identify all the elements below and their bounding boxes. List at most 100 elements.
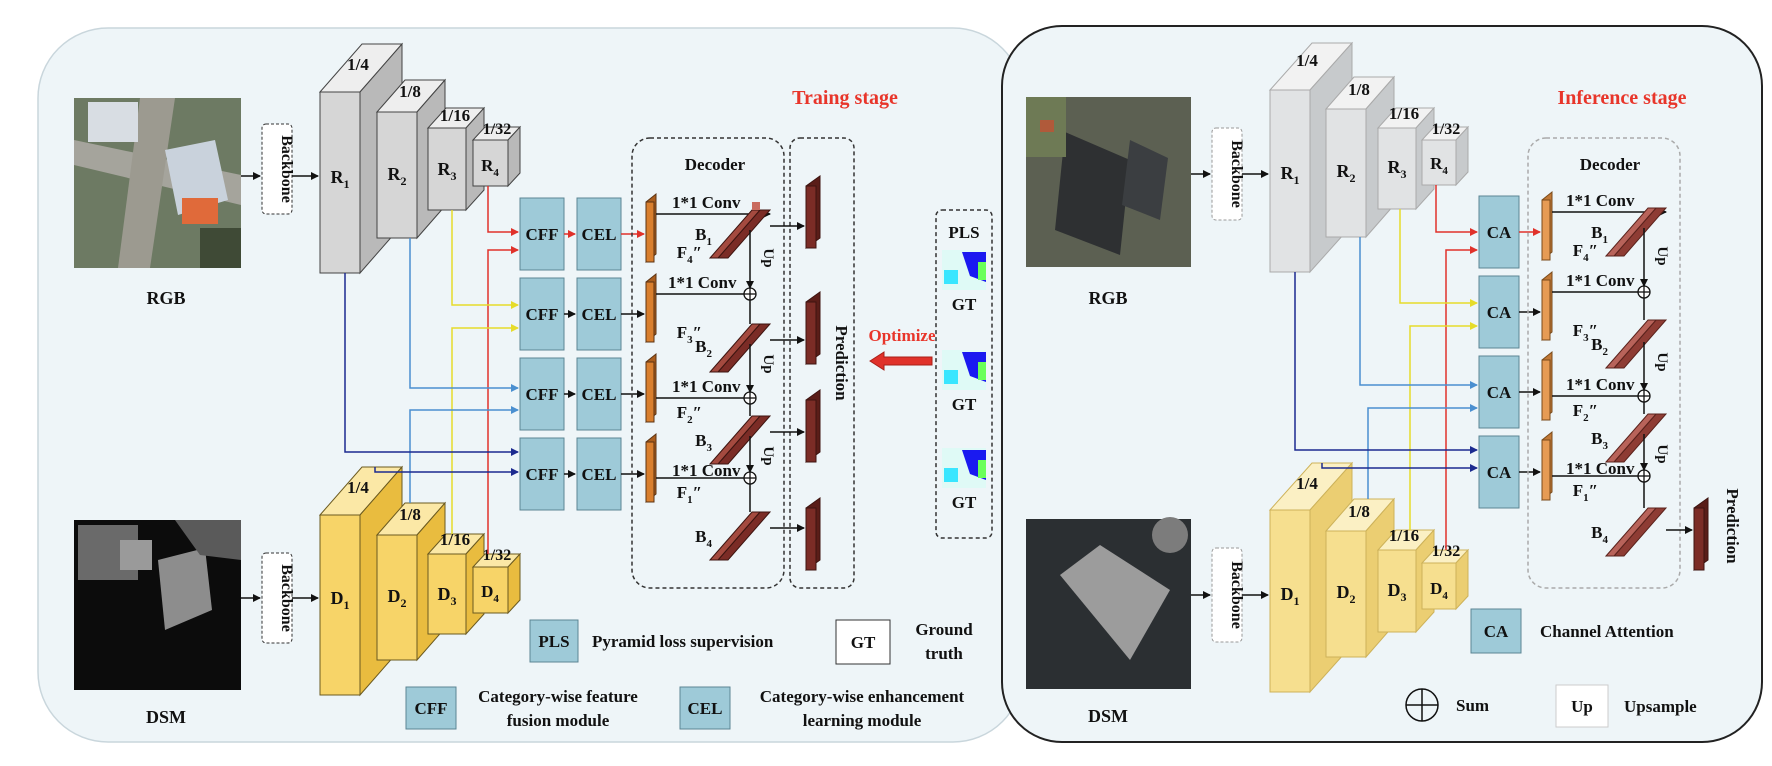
svg-text:fusion module: fusion module — [507, 711, 610, 730]
svg-text:PLS: PLS — [538, 632, 569, 651]
svg-text:CA: CA — [1487, 463, 1512, 482]
svg-text:GT: GT — [851, 633, 876, 652]
svg-text:Backbone: Backbone — [278, 135, 295, 203]
b4-label: B4 — [695, 527, 712, 550]
dsm-image-train — [74, 520, 241, 690]
rgb-image-infer — [1026, 97, 1191, 267]
gt-label-1: GT — [952, 295, 977, 314]
dsm-label-train: DSM — [146, 707, 186, 727]
svg-text:CA: CA — [1487, 383, 1512, 402]
cff-block-4 — [519, 437, 565, 511]
inference-panel — [1001, 25, 1763, 743]
backbone-rgb-train: Backbone — [261, 123, 295, 215]
decoder-box-train — [631, 137, 785, 589]
svg-text:Sum: Sum — [1456, 696, 1489, 715]
conv-arrows-train — [656, 210, 771, 479]
b3-label: B3 — [695, 431, 712, 454]
optimize-arrow — [869, 351, 933, 371]
decoder-box-infer — [1527, 137, 1681, 589]
svg-text:CA: CA — [1487, 303, 1512, 322]
ca-block-1 — [1478, 195, 1520, 269]
prediction-box-train — [789, 137, 855, 589]
up-label-1: Up — [760, 248, 776, 267]
svg-text:CEL: CEL — [582, 465, 617, 484]
svg-text:1*1 Conv: 1*1 Conv — [672, 377, 741, 396]
decoder-title-train: Decoder — [685, 155, 746, 174]
legend-gt: GT Ground truth — [835, 619, 973, 665]
b1-map — [708, 202, 772, 259]
label-r2: R2 — [388, 164, 407, 188]
backbone-dsm-train: Backbone — [261, 552, 295, 644]
scale-r1-infer: 1/4 — [1296, 51, 1318, 70]
scale-r3-infer: 1/16 — [1389, 104, 1419, 123]
f2-map — [645, 352, 657, 424]
gt-thumb-1 — [942, 250, 986, 290]
cff-column: CFF CFF CFF CFF — [519, 197, 565, 511]
svg-text:CFF: CFF — [525, 385, 558, 404]
cff-block-1 — [519, 197, 565, 271]
b2-map — [708, 323, 772, 373]
f1-label: F1″ — [677, 483, 702, 506]
skip-connections-infer — [1294, 185, 1478, 550]
up-label-2: Up — [760, 354, 776, 373]
cel-block-3 — [576, 357, 622, 431]
b4-label-infer: B4 — [1591, 523, 1608, 546]
scale-d2: 1/8 — [399, 505, 421, 524]
pls-box — [935, 209, 993, 539]
scale-d3-infer: 1/16 — [1389, 526, 1419, 545]
svg-text:CEL: CEL — [582, 225, 617, 244]
svg-text:truth: truth — [925, 644, 963, 663]
svg-text:CFF: CFF — [525, 305, 558, 324]
svg-text:1*1 Conv: 1*1 Conv — [672, 193, 741, 212]
legend-cff: CFF Category-wise feature fusion module — [405, 686, 638, 730]
cel-column: CEL CEL CEL CEL — [576, 197, 622, 511]
f2-label: F2″ — [677, 403, 702, 426]
svg-text:Category-wise feature: Category-wise feature — [478, 687, 638, 706]
legend-sum: Sum — [1405, 688, 1489, 722]
svg-text:1*1 Conv: 1*1 Conv — [672, 461, 741, 480]
infer-input-arrows — [1191, 170, 1269, 599]
ca-block-4 — [1478, 435, 1520, 509]
dsm-image-infer — [1026, 517, 1191, 689]
b1-label-infer: B1 — [1591, 223, 1608, 246]
feature-d4-infer — [1420, 548, 1470, 611]
svg-text:Category-wise enhancement: Category-wise enhancement — [760, 687, 965, 706]
label-r1: R1 — [331, 167, 350, 191]
legend-pls: PLS Pyramid loss supervision — [529, 619, 774, 663]
ca-to-decoder-arrows — [1519, 228, 1541, 476]
svg-text:1*1 Conv: 1*1 Conv — [1566, 191, 1635, 210]
scale-d4-infer: 1/32 — [1432, 543, 1460, 560]
label-d1-infer: D1 — [1281, 584, 1300, 608]
rgb-label-train: RGB — [146, 288, 185, 308]
f1-map — [645, 432, 657, 504]
b3-label-infer: B3 — [1591, 429, 1608, 452]
training-stage-title: Traing stage — [792, 87, 898, 109]
up-label-infer-1: Up — [1654, 246, 1670, 265]
svg-text:CA: CA — [1484, 622, 1509, 641]
label-r3-infer: R3 — [1388, 157, 1407, 181]
svg-text:CEL: CEL — [688, 699, 723, 718]
dsm-label-infer: DSM — [1088, 706, 1128, 726]
feature-d4 — [471, 552, 522, 615]
up-label-infer-2: Up — [1654, 352, 1670, 371]
svg-text:1*1 Conv: 1*1 Conv — [1566, 271, 1635, 290]
scale-d1-infer: 1/4 — [1296, 474, 1318, 493]
f4-label-infer: F4″ — [1573, 241, 1598, 264]
label-r4-infer: R4 — [1430, 154, 1448, 177]
inference-stage-title: Inference stage — [1557, 87, 1686, 109]
b1-label: B1 — [695, 225, 712, 248]
label-d3: D3 — [438, 584, 457, 608]
decoder-title-infer: Decoder — [1580, 155, 1641, 174]
prediction-maps-train — [805, 175, 821, 571]
f2-label-infer: F2″ — [1573, 401, 1598, 424]
up-label-infer-3: Up — [1654, 444, 1670, 463]
svg-text:Upsample: Upsample — [1624, 697, 1697, 716]
label-d4: D4 — [481, 582, 499, 605]
label-r2-infer: R2 — [1337, 161, 1356, 185]
ca-column: CA CA CA CA — [1478, 195, 1520, 509]
svg-text:CFF: CFF — [525, 225, 558, 244]
scale-r4: 1/32 — [483, 121, 511, 138]
backbone-dsm-infer: Backbone — [1211, 547, 1245, 643]
legend-up: Up Upsample — [1555, 684, 1697, 728]
